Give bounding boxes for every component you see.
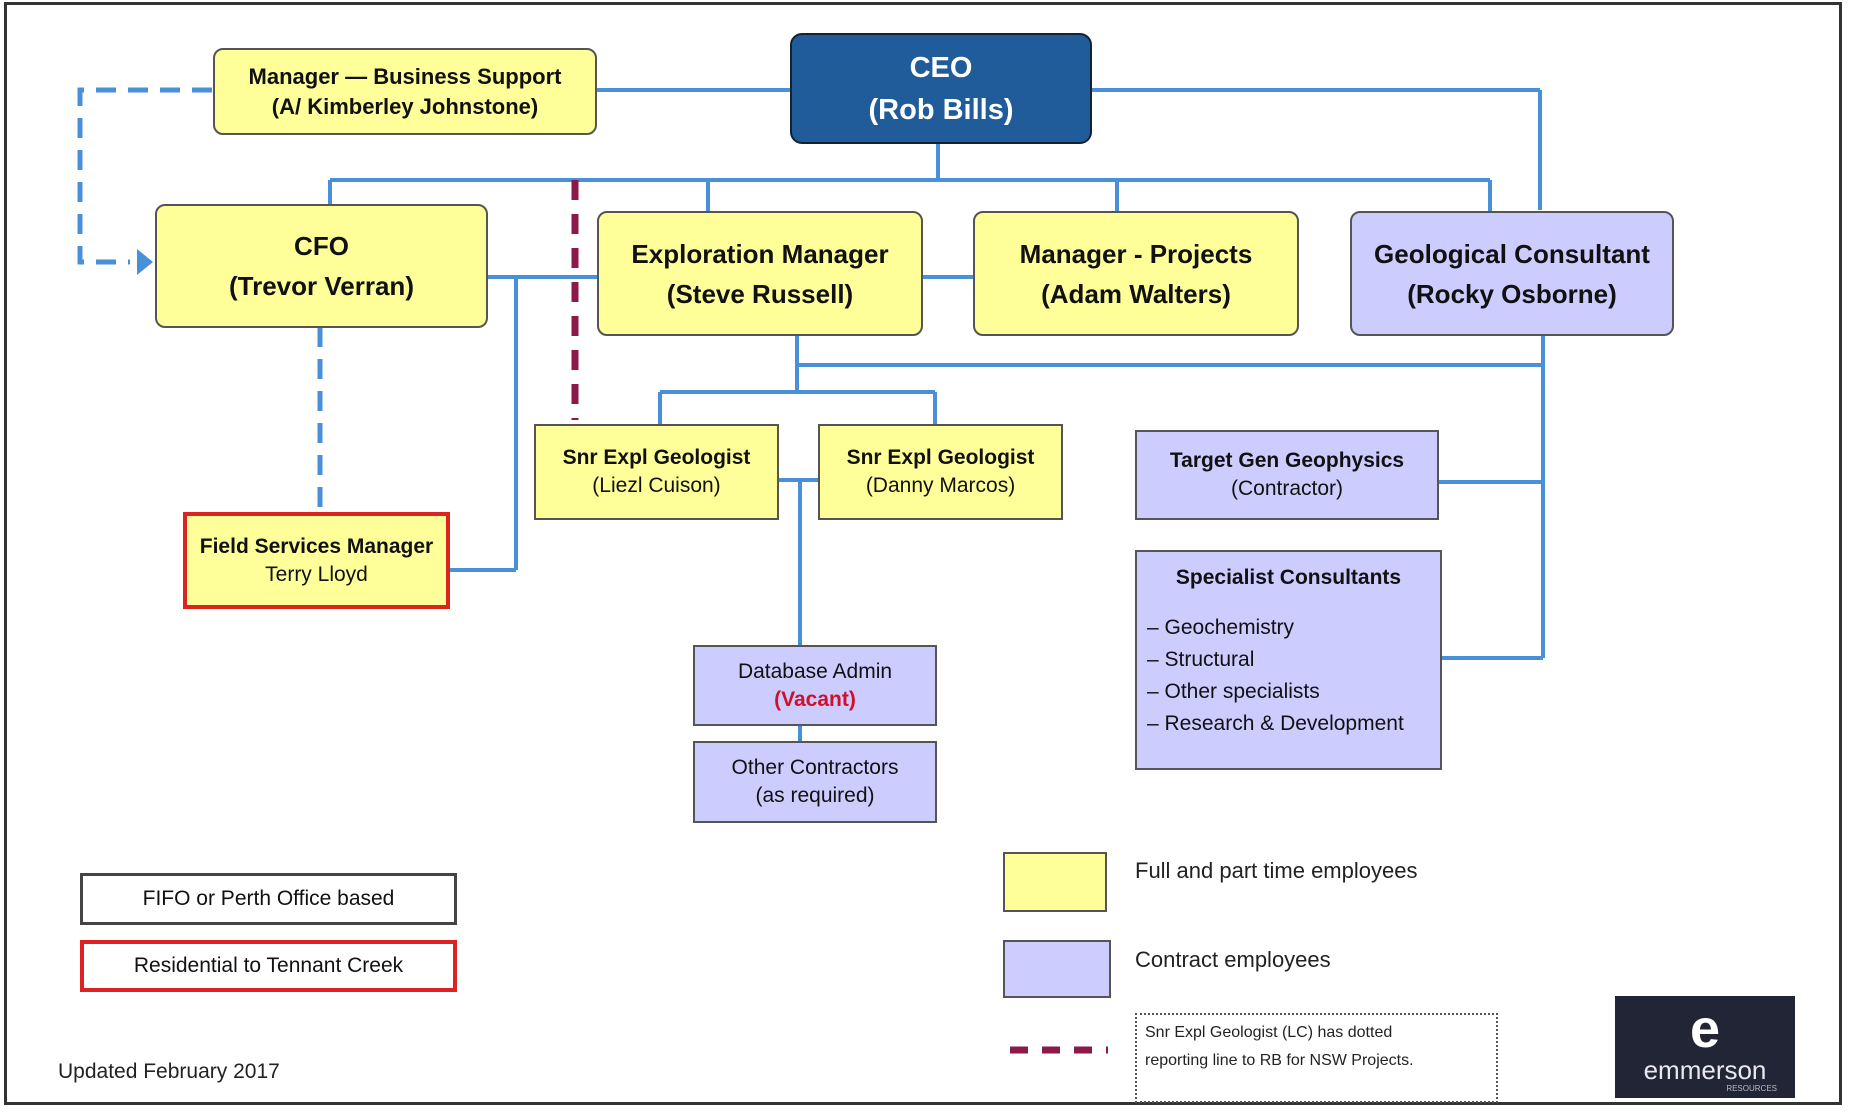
updated-date: Updated February 2017 — [58, 1060, 280, 1083]
exploration-manager-title: Exploration Manager — [631, 238, 889, 269]
exploration-manager-name: (Steve Russell) — [666, 278, 854, 309]
manager-projects-box: Manager - Projects (Adam Walters) — [973, 211, 1299, 336]
target-gen-name: (Contractor) — [1230, 477, 1344, 500]
snr-geologist-danny-title: Snr Expl Geologist — [846, 446, 1035, 469]
logo-sub: RESOURCES — [1726, 1083, 1777, 1093]
geological-consultant-box: Geological Consultant (Rocky Osborne) — [1350, 211, 1674, 336]
ceo-name: (Rob Bills) — [868, 93, 1014, 126]
dashed-business-support-cfo — [77, 87, 212, 265]
target-gen-box: Target Gen Geophysics (Contractor) — [1135, 430, 1439, 520]
dotted-line-note-line2: reporting line to RB for NSW Projects. — [1145, 1052, 1414, 1069]
snr-geologist-liezl-box: Snr Expl Geologist (Liezl Cuison) — [534, 424, 779, 520]
other-contractors-note: (as required) — [755, 784, 875, 807]
ceo-box: CEO (Rob Bills) — [790, 33, 1092, 144]
dotted-line-note: Snr Expl Geologist (LC) has dotted repor… — [1135, 1013, 1498, 1103]
specialist-item: – Research & Development — [1147, 712, 1404, 735]
snr-geologist-danny-name: (Danny Marcos) — [865, 474, 1016, 497]
legend-residential-box: Residential to Tennant Creek — [80, 940, 457, 992]
legend-purple-swatch — [1003, 940, 1111, 998]
database-admin-title: Database Admin — [737, 659, 893, 683]
legend-fifo-box: FIFO or Perth Office based — [80, 873, 457, 925]
snr-geologist-liezl-name: (Liezl Cuison) — [592, 474, 721, 497]
field-services-box: Field Services Manager Terry Lloyd — [183, 512, 450, 609]
geological-consultant-title: Geological Consultant — [1374, 238, 1650, 269]
other-contractors-box: Other Contractors (as required) — [693, 741, 937, 823]
business-support-title: Manager — Business Support — [248, 63, 562, 89]
exploration-manager-box: Exploration Manager (Steve Russell) — [597, 211, 923, 336]
specialist-item: – Structural — [1147, 648, 1255, 671]
legend-contract: Contract employees — [1135, 947, 1331, 972]
manager-projects-title: Manager - Projects — [1019, 238, 1253, 269]
geological-consultant-name: (Rocky Osborne) — [1407, 278, 1617, 309]
ceo-title: CEO — [909, 51, 973, 84]
legend-residential-label: Residential to Tennant Creek — [133, 954, 404, 977]
logo-word: emmerson — [1643, 1054, 1767, 1085]
legend-full-part-time: Full and part time employees — [1135, 858, 1418, 883]
specialists-list: – Geochemistry – Structural – Other spec… — [1137, 612, 1440, 740]
legend-yellow-swatch — [1003, 852, 1107, 912]
snr-geologist-danny-box: Snr Expl Geologist (Danny Marcos) — [818, 424, 1063, 520]
specialist-item: – Geochemistry — [1147, 616, 1295, 639]
specialists-title: Specialist Consultants — [1175, 566, 1402, 589]
specialists-box: Specialist Consultants – Geochemistry – … — [1135, 550, 1442, 770]
business-support-name: (A/ Kimberley Johnstone) — [271, 93, 539, 119]
dashed-arrowhead — [137, 249, 153, 275]
field-services-name: Terry Lloyd — [265, 562, 368, 586]
specialist-item: – Other specialists — [1147, 680, 1320, 703]
legend-fifo-label: FIFO or Perth Office based — [142, 887, 395, 910]
cfo-name: (Trevor Verran) — [229, 271, 414, 301]
database-admin-status: (Vacant) — [774, 687, 856, 711]
business-support-box: Manager — Business Support (A/ Kimberley… — [213, 48, 597, 135]
cfo-title: CFO — [294, 231, 349, 261]
chart-frame — [4, 2, 1842, 1105]
logo-mark: e — [1689, 998, 1721, 1059]
field-services-title: Field Services Manager — [199, 534, 434, 558]
dotted-line-note-line1: Snr Expl Geologist (LC) has dotted — [1145, 1024, 1393, 1041]
cfo-box: CFO (Trevor Verran) — [155, 204, 488, 328]
database-admin-box: Database Admin (Vacant) — [693, 645, 937, 726]
snr-geologist-liezl-title: Snr Expl Geologist — [562, 446, 751, 469]
other-contractors-title: Other Contractors — [731, 756, 899, 779]
manager-projects-name: (Adam Walters) — [1041, 278, 1231, 309]
emmerson-logo: e emmerson RESOURCES — [1615, 996, 1795, 1098]
target-gen-title: Target Gen Geophysics — [1169, 449, 1405, 472]
